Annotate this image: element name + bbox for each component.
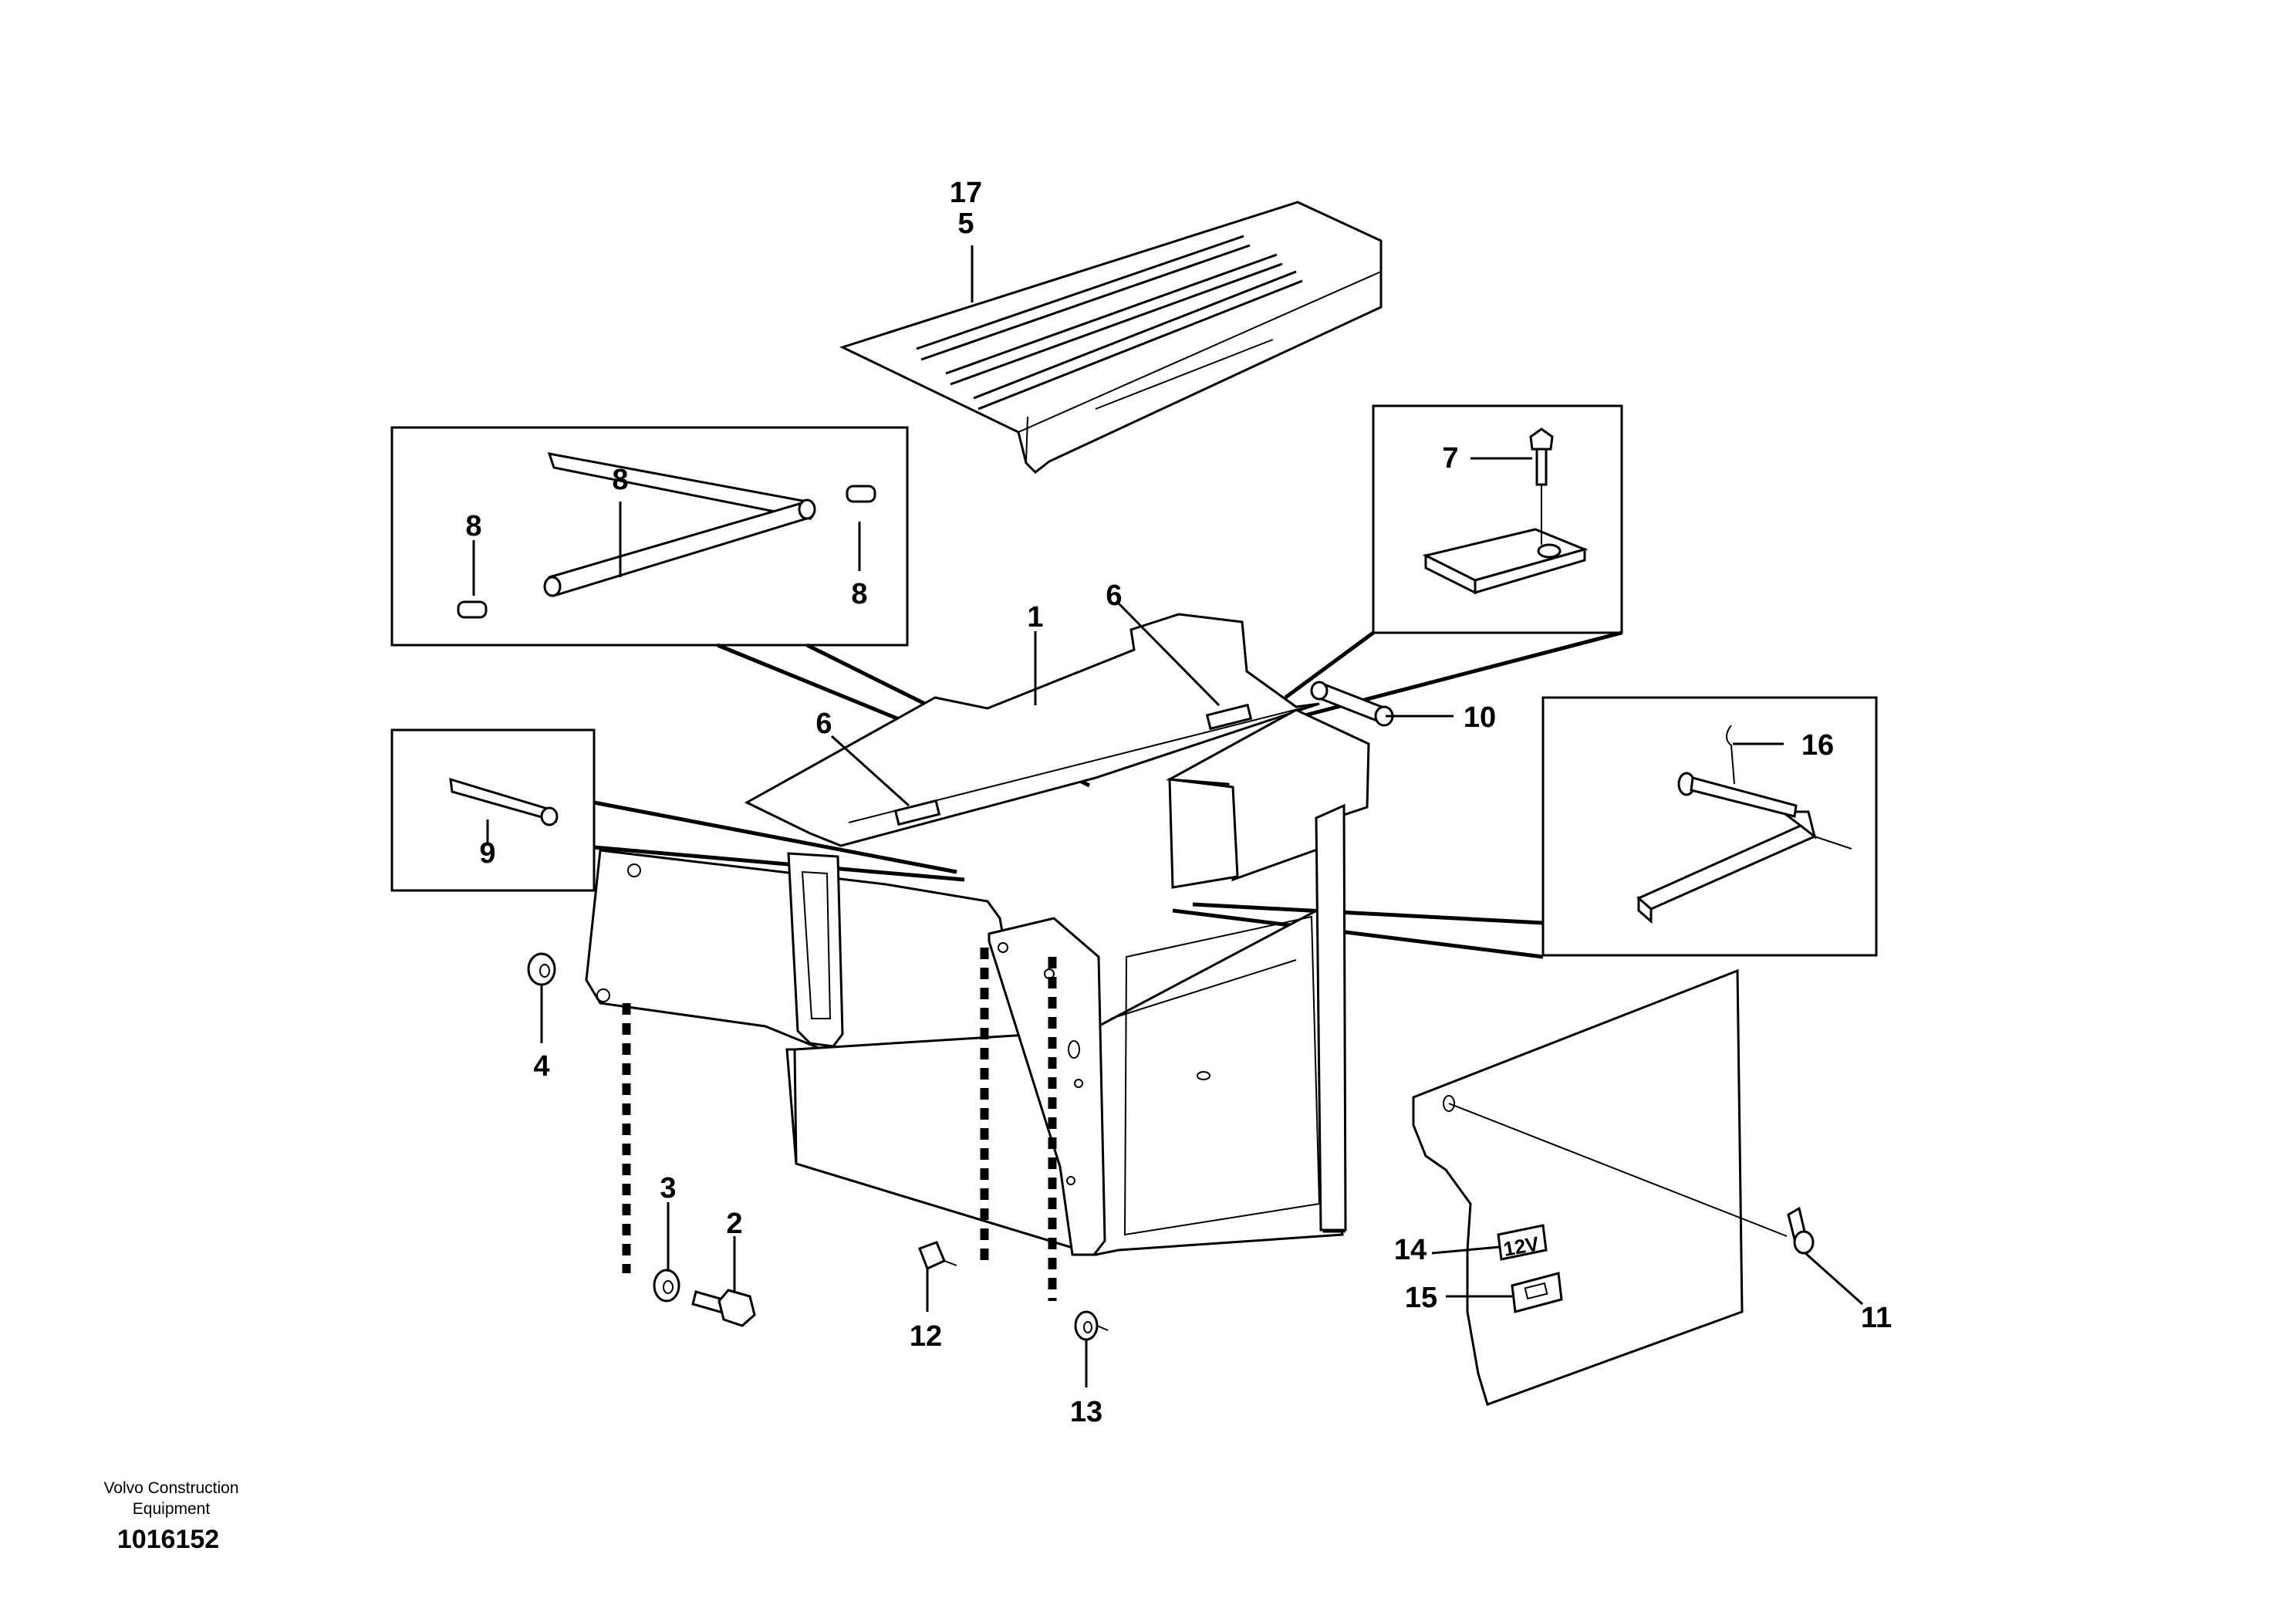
callout-1: 1 <box>1027 601 1043 634</box>
callout-15: 15 <box>1405 1282 1437 1314</box>
callout-12: 12 <box>910 1320 942 1353</box>
callout-8-right: 8 <box>851 578 867 610</box>
footer-drawing-number: 1016152 <box>117 1525 219 1554</box>
callout-13: 13 <box>1070 1396 1102 1428</box>
callout-11: 11 <box>1861 1302 1892 1334</box>
callout-6-right: 6 <box>1106 580 1122 612</box>
fastener-washer-13 <box>1074 1310 1109 1341</box>
callout-2: 2 <box>726 1208 742 1240</box>
fastener-washer-3 <box>653 1269 680 1303</box>
callout-17: 17 <box>950 177 982 209</box>
inset-box-hinge <box>1372 404 1623 634</box>
inset-box-seal <box>390 728 596 892</box>
footer-company-line2: Equipment <box>133 1500 211 1518</box>
fastener-bolt-2 <box>691 1289 756 1327</box>
footer-company-line1: Volvo Construction <box>103 1479 238 1497</box>
callout-10: 10 <box>1464 701 1496 734</box>
callout-6-left: 6 <box>815 708 832 740</box>
top-cover-part <box>839 201 1383 474</box>
fastener-clip-12 <box>918 1241 957 1271</box>
battery-box-assembly <box>585 613 1370 1257</box>
callout-7: 7 <box>1442 442 1458 475</box>
fastener-latch-11 <box>1787 1206 1815 1255</box>
callout-8-left: 8 <box>465 510 481 542</box>
callout-9: 9 <box>479 837 495 870</box>
footer: Volvo Construction Equipment 1016152 <box>103 1479 238 1554</box>
callout-14: 14 <box>1394 1234 1427 1266</box>
alignment-dashed-lines <box>622 948 1057 1301</box>
callout-4: 4 <box>533 1050 549 1083</box>
callout-labels: 17 5 1 6 6 7 8 8 8 9 10 16 4 3 2 12 13 1… <box>465 177 1892 1428</box>
inset-box-hinge-pin <box>1541 696 1878 957</box>
callout-3: 3 <box>660 1172 676 1205</box>
side-door-panel: 12V <box>1412 968 1788 1406</box>
callout-5: 5 <box>957 208 974 240</box>
rod-part-10 <box>1310 681 1394 727</box>
callout-leader-lines <box>472 245 1863 1387</box>
callout-8-center: 8 <box>612 464 628 496</box>
callout-16: 16 <box>1801 729 1834 762</box>
fastener-washer-4 <box>527 952 556 986</box>
inset-box-seal-strip <box>390 426 909 647</box>
